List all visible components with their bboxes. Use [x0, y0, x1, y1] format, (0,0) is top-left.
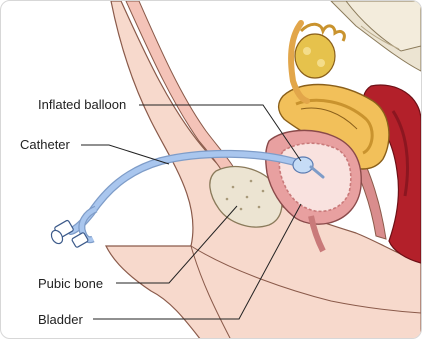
label-catheter: Catheter — [20, 137, 70, 152]
label-inflated-balloon: Inflated balloon — [38, 97, 126, 112]
label-pubic-bone: Pubic bone — [38, 276, 103, 291]
label-bladder: Bladder — [38, 312, 83, 327]
